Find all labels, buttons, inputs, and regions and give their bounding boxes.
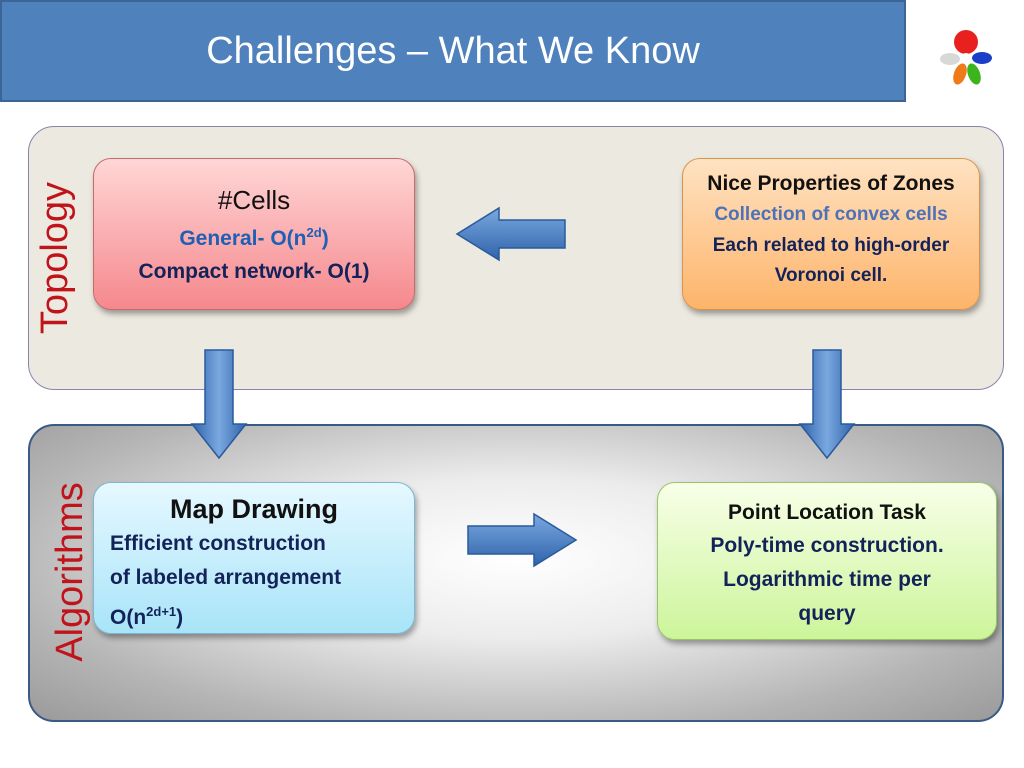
title-bar [0, 0, 906, 102]
cells-general-prefix: General- O(n [179, 227, 307, 250]
right-arrow-icon [467, 512, 578, 568]
map-heading: Map Drawing [169, 494, 338, 524]
nice-heading: Nice Properties of Zones [707, 172, 955, 195]
nice-properties-box: Nice Properties of Zones Collection of c… [682, 158, 980, 310]
map-complexity-prefix: O(n [110, 606, 147, 629]
topology-section-label: Topology [34, 181, 76, 335]
nice-line-1: Collection of convex cells [714, 204, 948, 225]
cells-compact-line: Compact network- O(1) [138, 260, 370, 283]
map-line-2: of labeled arrangement [110, 566, 342, 589]
point-heading: Point Location Task [728, 501, 926, 524]
cells-heading: #Cells [217, 185, 291, 215]
left-arrow-icon [455, 206, 566, 262]
flower-logo-icon [940, 30, 992, 85]
cells-general-line: General- O(n2d) [94, 217, 414, 255]
map-line-1: Efficient construction [110, 532, 326, 555]
map-complexity-line: O(n2d+1) [94, 595, 414, 635]
algorithms-section-label: Algorithms [49, 482, 91, 662]
cells-box: #Cells General- O(n2d) Compact network- … [93, 158, 415, 310]
map-complexity-exponent: 2d+1 [146, 604, 177, 619]
point-location-box: Point Location Task Poly-time constructi… [657, 482, 997, 640]
nice-line-2: Each related to high-order [712, 235, 950, 256]
map-drawing-box: Map Drawing Efficient construction of la… [93, 482, 415, 634]
point-line-1: Poly-time construction. [710, 534, 944, 557]
point-line-3: query [798, 602, 856, 625]
map-complexity-suffix: ) [176, 606, 184, 629]
slide-title: Challenges – What We Know [206, 29, 700, 72]
down-arrow-left-icon [190, 349, 248, 460]
cells-general-suffix: ) [321, 227, 329, 250]
down-arrow-right-icon [798, 349, 856, 460]
nice-line-3: Voronoi cell. [774, 265, 888, 286]
point-line-2: Logarithmic time per [723, 568, 931, 591]
cells-general-exponent: 2d [306, 225, 322, 240]
